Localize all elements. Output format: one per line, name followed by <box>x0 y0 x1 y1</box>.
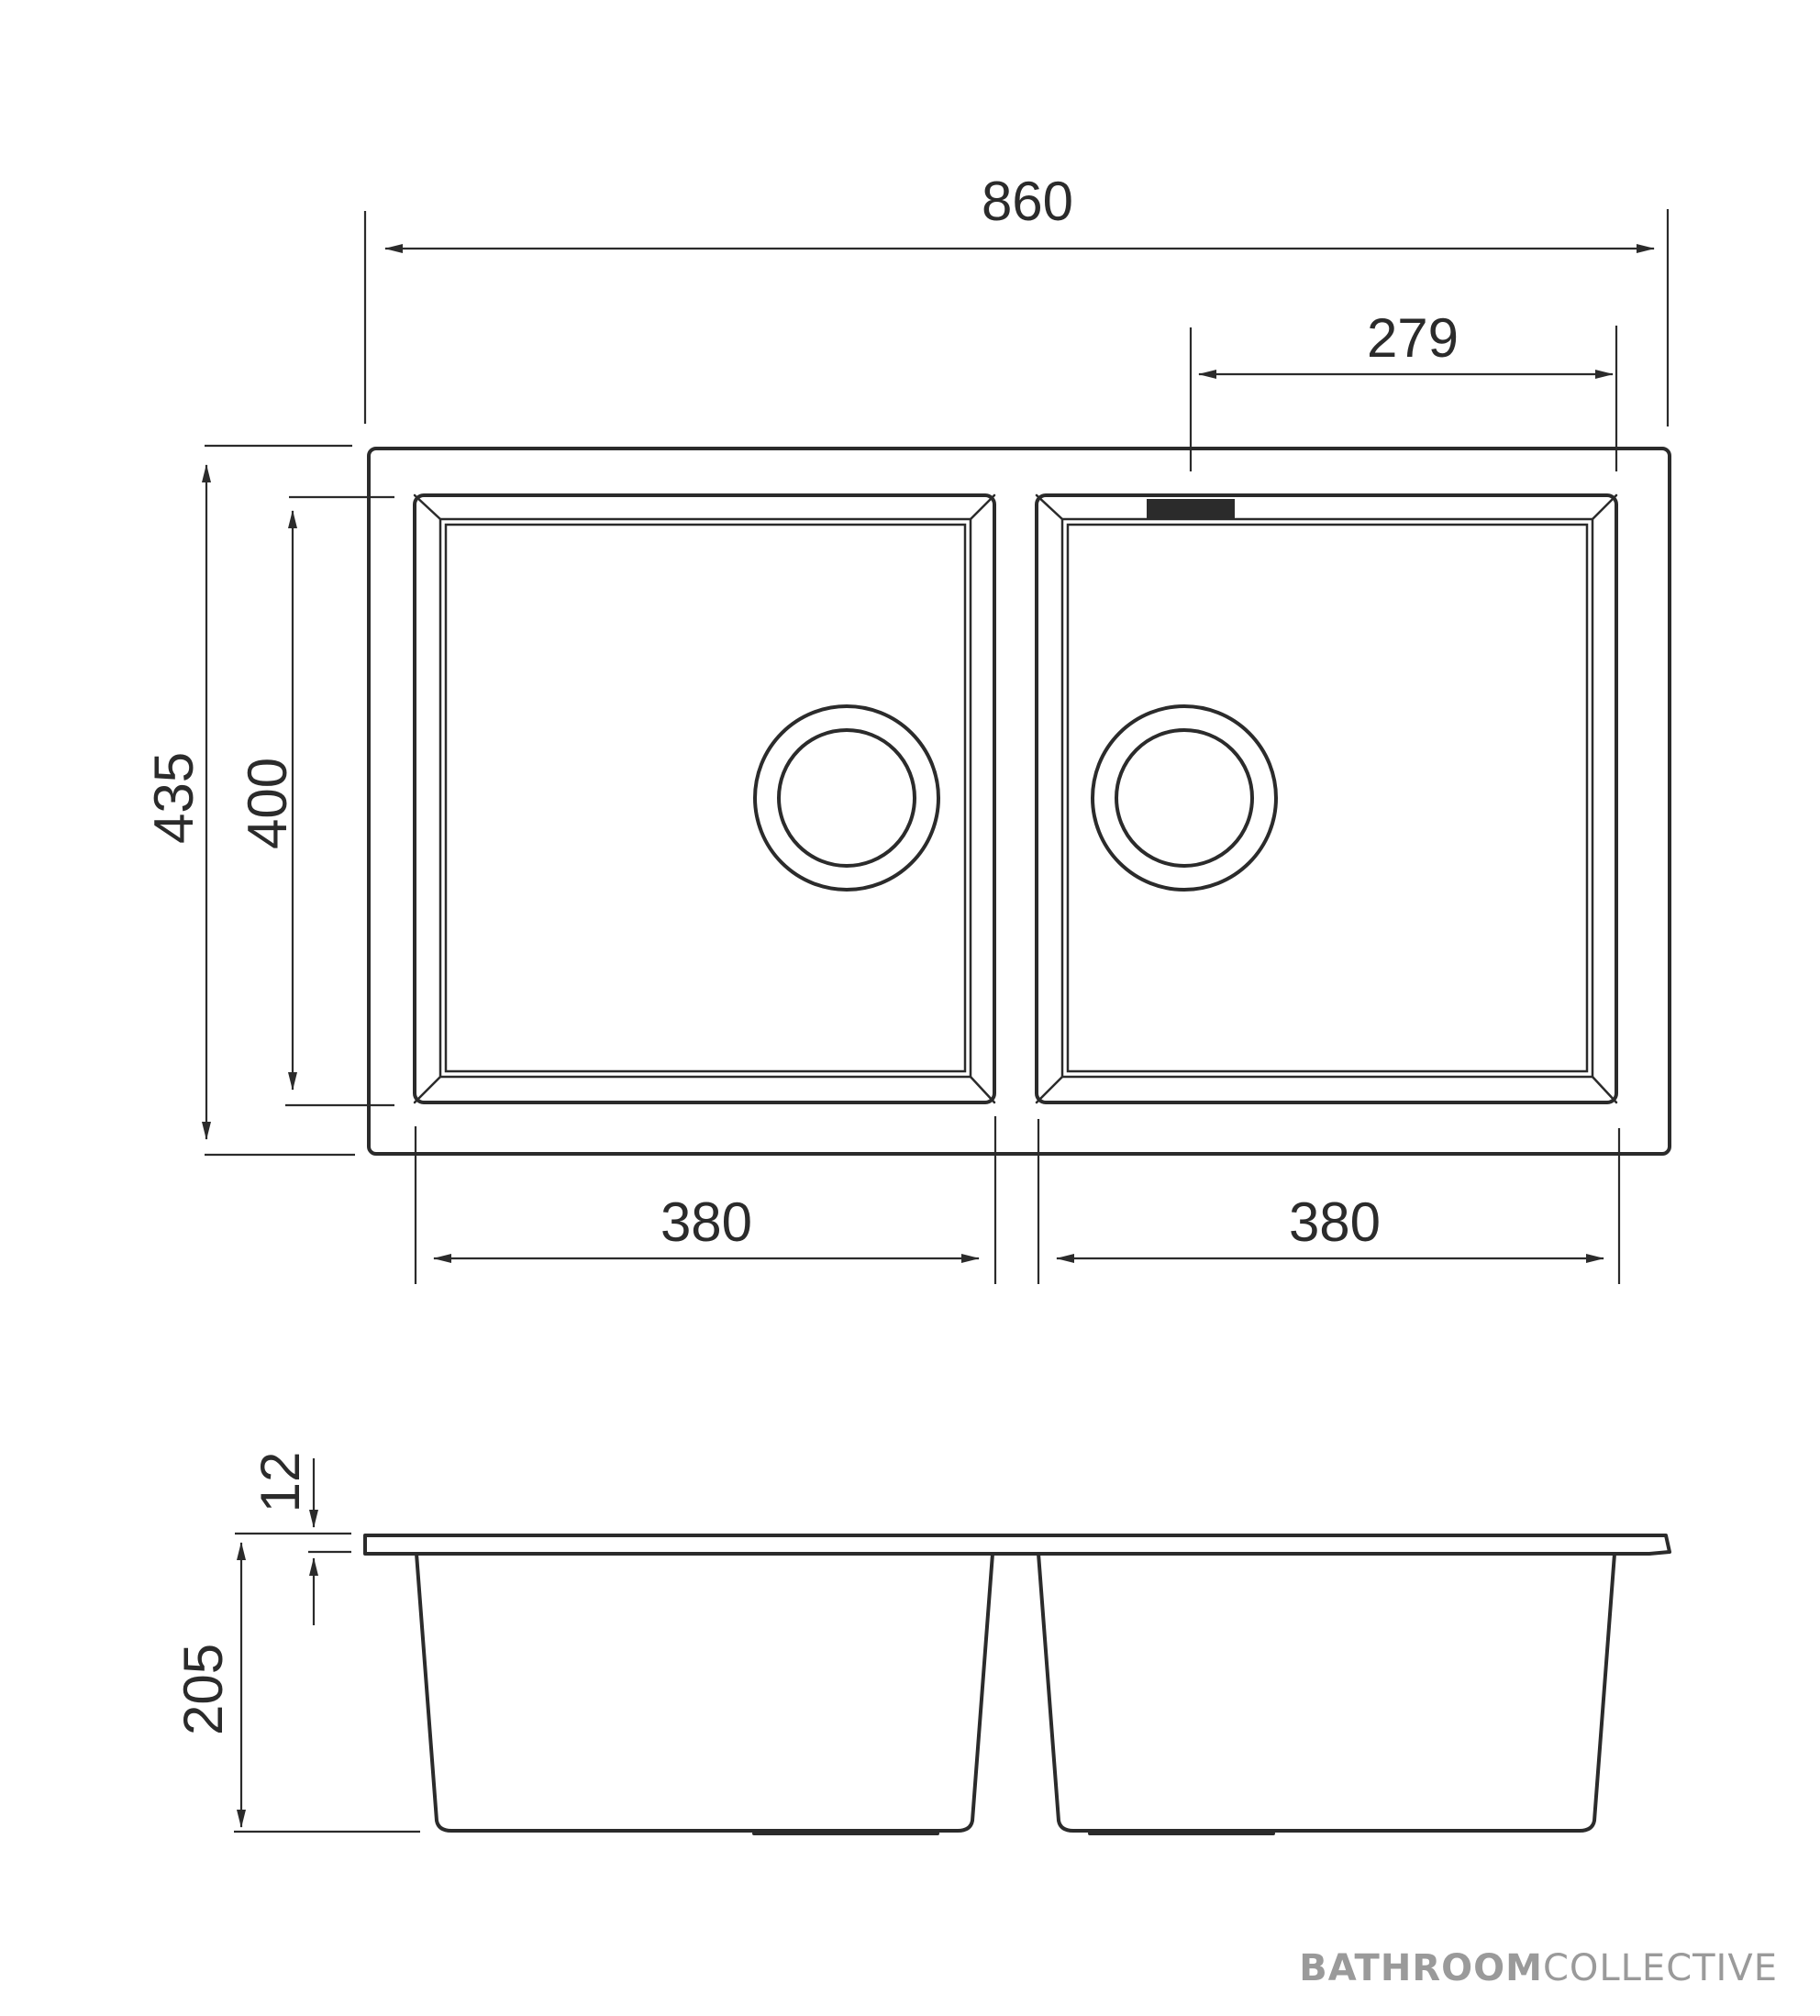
dim-label-left-bowl-width: 380 <box>660 1191 752 1253</box>
dim-left-bowl-width: 380 <box>414 1116 997 1284</box>
dim-bowl-depth: 400 <box>237 495 394 1107</box>
dim-label-overall-width: 860 <box>982 171 1073 232</box>
dim-label-bowl-depth: 400 <box>237 758 298 849</box>
dim-overall-width: 860 <box>363 171 1670 426</box>
left-bowl-profile <box>415 1552 994 1833</box>
dim-label-bowl-height: 205 <box>172 1644 234 1735</box>
right-bowl-profile <box>1037 1552 1616 1833</box>
right-drain <box>1091 704 1278 892</box>
dim-right-bowl-width: 380 <box>1037 1119 1621 1284</box>
dim-rim-thickness: 12 <box>235 1452 351 1625</box>
brand-logo: BATHROOMCOLLECTIVE <box>1299 1947 1778 1989</box>
dim-label-rim-thickness: 12 <box>250 1452 311 1513</box>
sink-outer-rim <box>367 447 1671 1156</box>
dim-tap-offset: 279 <box>1189 307 1618 471</box>
brand-name-light: COLLECTIVE <box>1542 1947 1778 1989</box>
dim-label-overall-depth: 435 <box>143 752 205 844</box>
dim-bowl-height: 205 <box>172 1542 420 1833</box>
dim-label-tap-offset: 279 <box>1367 307 1459 369</box>
right-bowl <box>1035 493 1618 1104</box>
dim-label-right-bowl-width: 380 <box>1289 1191 1381 1253</box>
overflow-slot <box>1147 499 1235 519</box>
brand-name-bold: BATHROOM <box>1299 1947 1543 1989</box>
side-view: 12 205 <box>172 1452 1671 1835</box>
left-bowl <box>413 493 996 1104</box>
dim-overall-depth: 435 <box>143 444 355 1157</box>
left-drain <box>753 704 940 892</box>
plan-view: 860 279 435 400 380 <box>143 171 1671 1284</box>
sink-top-rim-profile <box>363 1534 1671 1556</box>
